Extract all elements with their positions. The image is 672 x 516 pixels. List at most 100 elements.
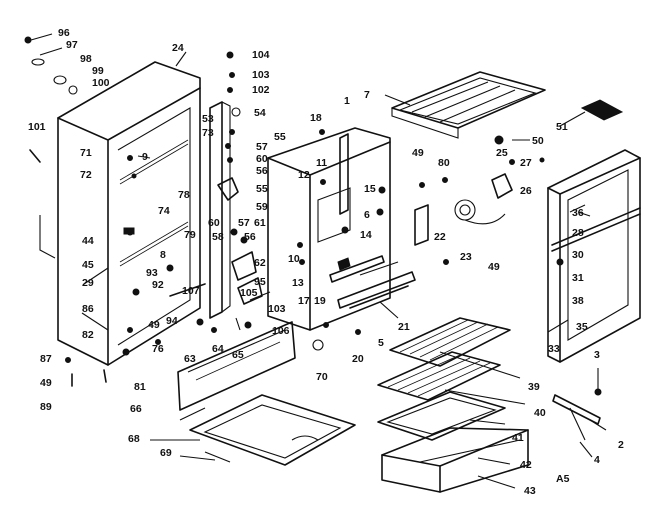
part-label-21: 21 [398,321,410,333]
door-assembly [547,149,641,363]
drain-pan [189,394,356,466]
part-label-19: 19 [314,295,326,307]
part-label-87: 87 [40,353,52,365]
part-label-49a: 49 [40,377,52,389]
part-label-80: 80 [438,157,450,169]
part-label-3: 3 [594,349,600,361]
part-label-38: 38 [572,295,584,307]
part-label-105: 105 [240,287,258,299]
part-label-20: 20 [352,353,364,365]
part-label-98: 98 [80,53,92,65]
part-label-36: 36 [572,207,584,219]
front-trim-panel [177,321,296,411]
part-label-60a: 60 [208,217,220,229]
part-label-45: 45 [82,259,94,271]
part-label-95: 95 [254,276,266,288]
part-label-6: 6 [364,209,370,221]
part-label-13: 13 [292,277,304,289]
part-label-71: 71 [80,147,92,159]
part-label-86: 86 [82,303,94,315]
part-label-2: 2 [618,439,624,451]
part-label-100: 100 [92,77,110,89]
part-label-7: 7 [364,89,370,101]
part-label-81: 81 [134,381,146,393]
part-label-50: 50 [532,135,544,147]
part-label-106: 106 [272,325,290,337]
part-label-97: 97 [66,39,78,51]
part-label-89: 89 [40,401,52,413]
part-label-61: 61 [254,217,266,229]
part-label-56a: 56 [256,165,268,177]
part-label-65: 65 [232,349,244,361]
part-label-8: 8 [160,249,166,261]
cabinet-shell [39,61,201,366]
part-label-28: 28 [572,227,584,239]
part-label-69: 69 [160,447,172,459]
part-label-26: 26 [520,185,532,197]
part-label-57a: 57 [256,141,268,153]
part-label-1: 1 [344,95,350,107]
part-label-49d: 49 [488,261,500,273]
part-label-5: 5 [378,337,384,349]
part-label-74: 74 [158,205,170,217]
part-label-64: 64 [212,343,224,355]
hardware-column [209,51,271,331]
part-label-72: 72 [80,169,92,181]
part-label-94: 94 [166,315,178,327]
part-label-39: 39 [528,381,540,393]
part-label-104: 104 [252,49,270,61]
part-label-60b: 60 [256,153,268,165]
part-label-107: 107 [182,285,200,297]
part-label-42: 42 [520,459,532,471]
part-label-82: 82 [82,329,94,341]
part-label-56b: 56 [244,231,256,243]
part-label-9: 9 [142,151,148,163]
part-label-12: 12 [298,169,310,181]
part-label-40: 40 [534,407,546,419]
part-label-4: 4 [594,454,600,466]
part-label-22: 22 [434,231,446,243]
part-label-66: 66 [130,403,142,415]
part-label-27: 27 [520,157,532,169]
part-label-24: 24 [172,42,184,54]
part-label-73: 73 [202,127,214,139]
part-label-33: 33 [548,343,560,355]
part-label-43: 43 [524,485,536,497]
part-label-76: 76 [152,343,164,355]
part-label-35: 35 [576,321,588,333]
part-label-15: 15 [364,183,376,195]
left-small-parts [24,33,329,387]
leader-lines [81,51,607,489]
part-label-18: 18 [310,112,322,124]
crisper-drawer [381,427,529,493]
part-label-10: 10 [288,253,300,265]
part-label-14: 14 [360,229,372,241]
part-label-23: 23 [460,251,472,263]
part-label-29: 29 [82,277,94,289]
part-label-63: 63 [184,353,196,365]
part-label-54: 54 [254,107,266,119]
part-label-96: 96 [58,27,70,39]
part-label-79: 79 [184,229,196,241]
part-label-25: 25 [496,147,508,159]
part-label-62: 62 [254,257,266,269]
part-label-44: 44 [82,235,94,247]
control-hardware [376,135,545,265]
part-label-102: 102 [252,84,270,96]
part-label-103b: 103 [268,303,286,315]
part-label-93: 93 [146,267,158,279]
freezer-shelf [391,71,546,139]
part-label-55b: 55 [256,183,268,195]
part-label-103a: 103 [252,69,270,81]
part-label-70: 70 [316,371,328,383]
hinge-bracket [552,368,602,441]
part-label-17: 17 [298,295,310,307]
part-label-30: 30 [572,249,584,261]
part-label-53: 53 [202,113,214,125]
part-label-41: 41 [512,432,524,444]
part-label-92: 92 [152,279,164,291]
inner-liner [267,127,416,335]
wire-shelves [377,317,511,441]
